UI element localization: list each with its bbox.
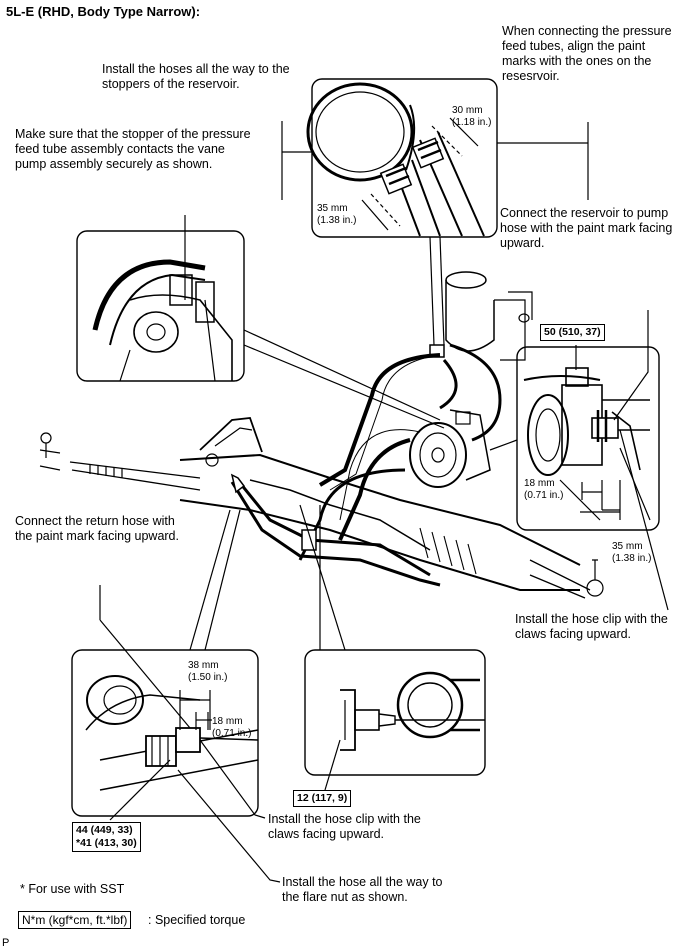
note-install-hoses-reservoir: Install the hoses all the way to the sto… — [102, 62, 290, 91]
pump-stopper-detail — [76, 215, 445, 429]
page-title: 5L-E (RHD, Body Type Narrow): — [6, 4, 201, 19]
pump-clip-detail — [489, 310, 669, 611]
legend-torque-text: : Specified torque — [148, 913, 246, 927]
dimension-35mm-top: 35 mm (1.38 in.) — [317, 203, 357, 226]
torque-flare: 44 (449, 33) *41 (413, 30) — [72, 822, 141, 852]
note-hose-clip-right: Install the hose clip with the claws fac… — [515, 612, 668, 641]
dimension-18mm-right: 18 mm (0.71 in.) — [524, 478, 564, 501]
note-stopper-contact: Make sure that the stopper of the pressu… — [15, 127, 251, 171]
dimension-38mm: 38 mm (1.50 in.) — [188, 660, 228, 683]
legend-torque-box: N*m (kgf*cm, ft.*lbf) — [18, 911, 132, 929]
flare-nut-detail — [71, 649, 281, 883]
main-assembly — [39, 271, 604, 741]
note-connect-return-hose: Connect the return hose with the paint m… — [15, 514, 179, 543]
note-connect-reservoir-pump: Connect the reservoir to pump hose with … — [500, 206, 673, 250]
corner-mark: P — [2, 937, 10, 949]
hose-clamp-detail — [304, 649, 486, 791]
torque-pump: 50 (510, 37) — [540, 324, 605, 341]
reservoir-detail — [281, 78, 589, 346]
dimension-30mm: 30 mm (1.18 in.) — [452, 105, 492, 128]
note-hose-clip-bottom: Install the hose clip with the claws fac… — [268, 812, 421, 841]
dimension-18mm-bottom: 18 mm (0.71 in.) — [212, 716, 252, 739]
torque-clamp: 12 (117, 9) — [293, 790, 352, 807]
dimension-35mm-right: 35 mm (1.38 in.) — [612, 541, 652, 564]
note-paint-marks: When connecting the pressure feed tubes,… — [502, 24, 672, 83]
note-install-flare-nut: Install the hose all the way to the flar… — [282, 875, 443, 904]
sst-note: * For use with SST — [20, 882, 125, 896]
